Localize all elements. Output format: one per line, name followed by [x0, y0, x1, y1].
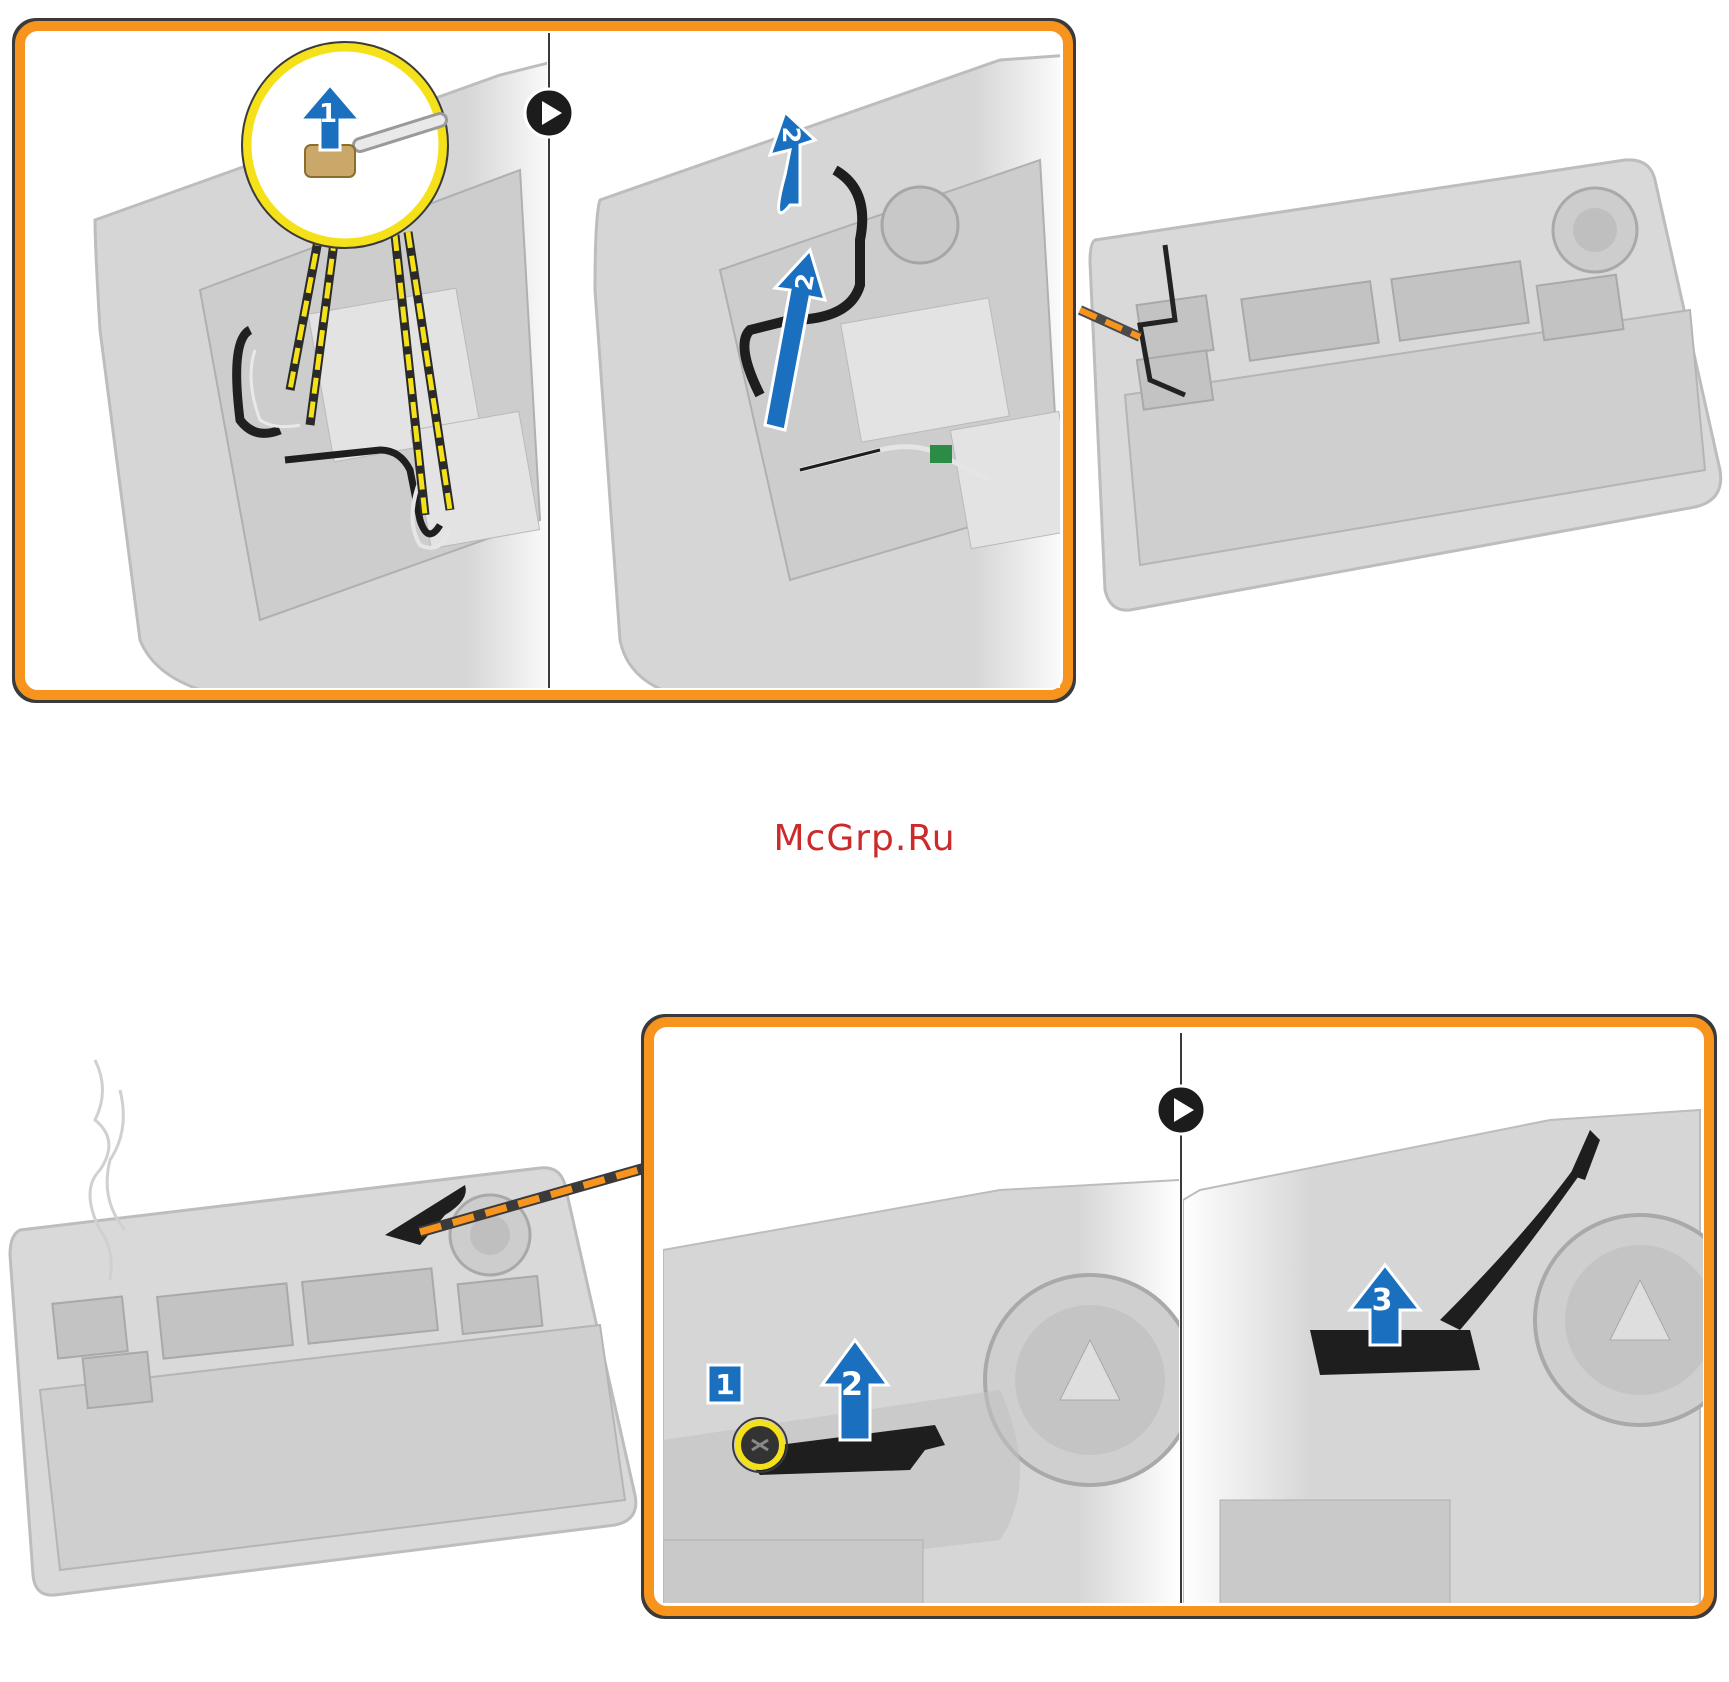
- laptop-base-overview-top: [1090, 160, 1721, 610]
- step-number-2-bottom: 2: [841, 1365, 863, 1403]
- step-number-2a-top: 2: [777, 127, 805, 144]
- next-step-play-icon-bottom: [1157, 1086, 1205, 1134]
- step-number-1-top: 1: [319, 99, 337, 129]
- watermark-text: McGrp.Ru: [0, 818, 1729, 859]
- laptop-base-overview-bottom: [10, 1060, 636, 1595]
- panel-bottom-right: [1183, 1110, 1729, 1610]
- zoom-callout-top-left: [242, 42, 448, 248]
- next-step-play-icon: [525, 89, 573, 137]
- step-badge-1-bottom: 1: [708, 1365, 742, 1403]
- step-number-1-bottom: 1: [715, 1368, 734, 1401]
- step-number-3-bottom: 3: [1372, 1283, 1393, 1318]
